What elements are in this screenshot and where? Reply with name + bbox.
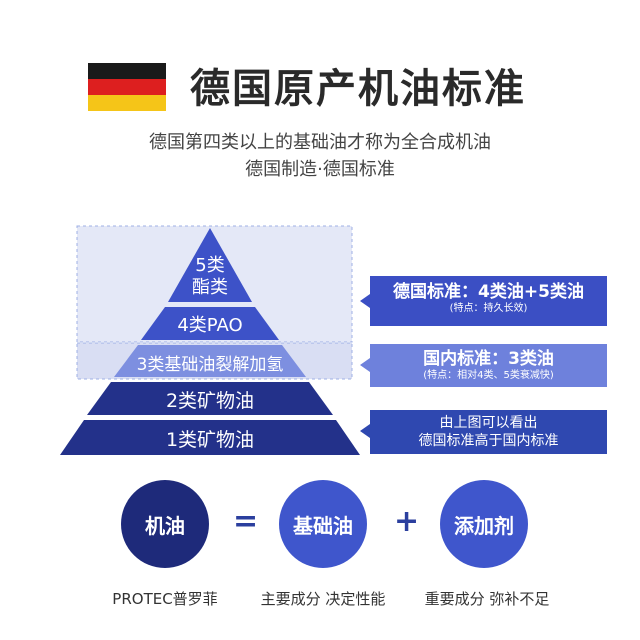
engine-oil-label: 机油 bbox=[145, 513, 185, 538]
callout-conclusion-line2: 德国标准高于国内标准 bbox=[418, 433, 559, 449]
callout-conclusion: 由上图可以看出 德国标准高于国内标准 bbox=[370, 414, 607, 450]
tier-3-label: 3类基础油裂解加氢 bbox=[136, 355, 284, 375]
callout-domestic-standard: 国内标准：3类油 (特点：相对4类、5类衰减快) bbox=[370, 349, 607, 383]
additive-caption: 重要成分 弥补不足 bbox=[424, 590, 550, 608]
base-oil-caption: 主要成分 决定性能 bbox=[260, 590, 386, 608]
callout-german-standard: 德国标准：4类油+5类油 (特点：持久长效) bbox=[370, 282, 607, 316]
callout-german-standard-box bbox=[360, 276, 607, 326]
plus-sign: + bbox=[394, 504, 420, 539]
pyramid-tier-5 bbox=[168, 228, 252, 302]
tier-5-line2: 酯类 bbox=[192, 277, 228, 298]
pyramid-tier-2 bbox=[87, 382, 333, 415]
german-flag-icon bbox=[88, 63, 166, 111]
page-title: 德国原产机油标准 bbox=[190, 66, 526, 112]
subtitle-line2: 德国制造·德国标准 bbox=[245, 159, 395, 180]
engine-oil-circle: 机油 bbox=[121, 480, 209, 568]
additive-circle: 添加剂 bbox=[440, 480, 528, 568]
tier-1-label: 1类矿物油 bbox=[165, 429, 255, 451]
base-oil-label: 基础油 bbox=[293, 513, 353, 538]
engine-oil-caption: PROTEC普罗菲 bbox=[112, 590, 218, 608]
callout-german-note: (特点：持久长效) bbox=[449, 303, 528, 314]
callout-domestic-standard-box bbox=[360, 344, 607, 387]
callout-conclusion-line1: 由上图可以看出 bbox=[439, 415, 538, 431]
callout-domestic-main: 国内标准：3类油 bbox=[423, 349, 554, 369]
pyramid-tier-3 bbox=[114, 345, 306, 377]
tier-2-label: 2类矿物油 bbox=[165, 390, 255, 412]
equals-sign: = bbox=[233, 504, 259, 539]
callout-domestic-note: (特点：相对4类、5类衰减快) bbox=[423, 370, 554, 381]
pyramid-tier-1 bbox=[60, 420, 360, 455]
pyramid-tier-4 bbox=[141, 307, 279, 340]
callout-conclusion-box bbox=[360, 410, 607, 454]
subtitle-line1: 德国第四类以上的基础油才称为全合成机油 bbox=[149, 132, 491, 153]
tier-5-label: 5类 酯类 bbox=[180, 255, 240, 299]
additive-label: 添加剂 bbox=[454, 513, 514, 538]
callout-german-main: 德国标准：4类油+5类油 bbox=[393, 282, 584, 302]
base-oil-circle: 基础油 bbox=[279, 480, 367, 568]
tier-4-label: 4类PAO bbox=[177, 315, 243, 336]
tier-5-line1: 5类 bbox=[195, 255, 225, 276]
